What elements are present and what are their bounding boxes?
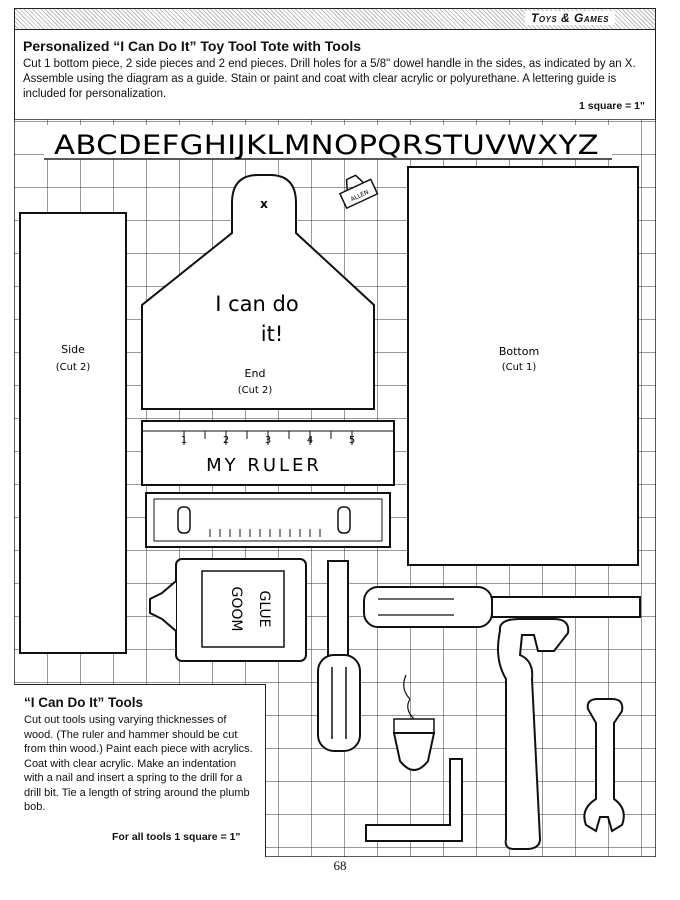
alphabet-band bbox=[44, 125, 612, 159]
dowel-hole-mark: x bbox=[260, 197, 268, 211]
drill-bit-piece bbox=[392, 674, 436, 771]
ruler-number-3: 3 bbox=[265, 435, 271, 446]
hammer-piece bbox=[363, 586, 641, 628]
page-number: 68 bbox=[333, 858, 347, 873]
side-count: (Cut 2) bbox=[56, 362, 91, 373]
pattern-area: ABCDEFGHIJKLMNOPQRSTUVWXYZ Side (Cut 2) … bbox=[13, 118, 657, 858]
end-label: End bbox=[245, 367, 266, 380]
glue-bottle-piece: GOOM GLUE bbox=[149, 558, 307, 662]
end-count: (Cut 2) bbox=[238, 385, 273, 396]
ruler-number-4: 4 bbox=[307, 435, 313, 446]
end-piece bbox=[141, 174, 375, 410]
project-instructions: Cut 1 bottom piece, 2 side pieces and 2 … bbox=[23, 58, 636, 100]
ruler-lettering: MY RULER bbox=[206, 455, 322, 476]
ruler-ticks bbox=[183, 431, 353, 445]
ruler-number-1: 1 bbox=[181, 435, 187, 446]
glue-label-line2: GOOM bbox=[228, 587, 244, 632]
end-lettering-line2: it! bbox=[261, 322, 284, 346]
ruler-number-2: 2 bbox=[223, 435, 229, 446]
alphabet-lettering-guide: ABCDEFGHIJKLMNOPQRSTUVWXYZ bbox=[54, 130, 599, 161]
pattern-drawing: ABCDEFGHIJKLMNOPQRSTUVWXYZ Side (Cut 2) … bbox=[13, 118, 657, 858]
toolbox-icon: ALLEN bbox=[338, 174, 379, 210]
end-lettering-line1: I can do bbox=[215, 292, 298, 316]
tools-instructions: Cut out tools using varying thicknesses … bbox=[24, 714, 253, 813]
section-header-band: Toys & Games bbox=[14, 8, 656, 30]
level-ticks bbox=[209, 529, 321, 537]
bottom-count: (Cut 1) bbox=[502, 362, 537, 373]
side-label: Side bbox=[61, 343, 85, 356]
side-piece bbox=[19, 212, 127, 654]
tools-instructions-box: “I Can Do It” Tools Cut out tools using … bbox=[14, 684, 266, 857]
level-bubble-right bbox=[337, 506, 351, 534]
project-title: Personalized “I Can Do It” Toy Tool Tote… bbox=[23, 38, 362, 54]
glue-label-line1: GLUE bbox=[256, 590, 272, 627]
level-bubble-left bbox=[177, 506, 191, 534]
bottom-piece bbox=[407, 166, 639, 566]
intro-box: Personalized “I Can Do It” Toy Tool Tote… bbox=[14, 30, 656, 119]
screwdriver-piece bbox=[317, 560, 361, 752]
tools-scale-note: For all tools 1 square = 1" bbox=[112, 831, 241, 843]
section-title: Toys & Games bbox=[524, 11, 615, 25]
carpenter-square-piece bbox=[365, 758, 463, 842]
ruler-number-5: 5 bbox=[349, 435, 355, 446]
tools-title: “I Can Do It” Tools bbox=[24, 695, 143, 710]
bottom-label: Bottom bbox=[499, 345, 539, 358]
wrench-large-piece bbox=[497, 618, 570, 850]
wrench-small-piece bbox=[583, 698, 625, 833]
scale-note: 1 square = 1" bbox=[579, 100, 645, 112]
